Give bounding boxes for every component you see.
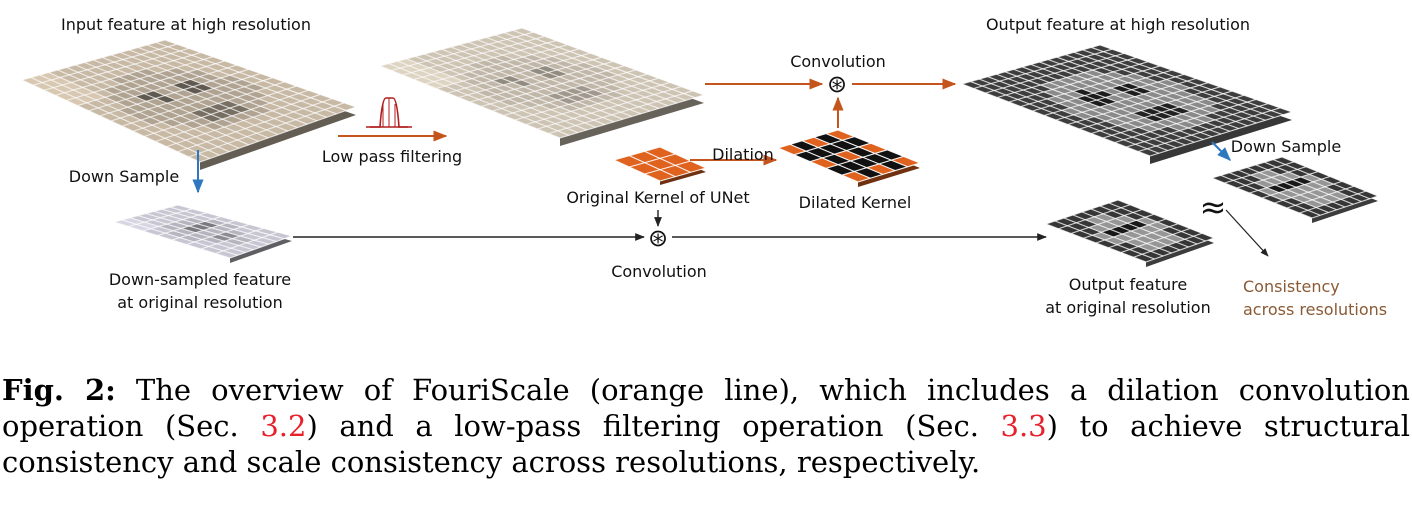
original-kernel	[613, 146, 707, 185]
consistency-label-line2: across resolutions	[1243, 300, 1387, 319]
downsampled-feature-label-line2: at original resolution	[117, 293, 282, 312]
fouriscale-diagram: ⊛ ⊛ ≈ Input feature at high resolution O…	[21, 15, 1387, 319]
down-sample-left-label: Down Sample	[69, 167, 179, 186]
arrow-down-sample-right	[1211, 141, 1231, 161]
section-ref-3-2[interactable]: 3.2	[260, 409, 307, 443]
caption-text-part1: The overview of FouriScale (orange line)…	[2, 373, 1410, 443]
downsampled-output-plate	[1211, 156, 1379, 223]
convolution-top-label: Convolution	[790, 52, 886, 71]
low-pass-filtering-label: Low pass filtering	[322, 147, 462, 166]
approx-symbol: ≈	[1200, 188, 1227, 226]
figure-number: Fig. 2:	[2, 373, 116, 407]
caption-text-part3: ) to achieve structural consistency and …	[2, 409, 1410, 479]
filtered-feature-plate	[379, 27, 705, 146]
output-feature-high-label: Output feature at high resolution	[986, 15, 1250, 34]
dilation-label: Dilation	[712, 145, 774, 164]
input-feature-plate	[21, 39, 357, 170]
dilated-kernel-label: Dilated Kernel	[799, 193, 912, 212]
dilated-kernel	[777, 129, 921, 187]
consistency-label-line1: Consistency	[1243, 277, 1340, 296]
caption-text-part2: ) and a low-pass filtering operation (Se…	[306, 409, 1001, 443]
original-kernel-label: Original Kernel of UNet	[566, 188, 749, 207]
convolution-symbol-top: ⊛	[827, 70, 847, 98]
arrow-consistency	[1225, 209, 1269, 257]
low-pass-filter-icon	[366, 97, 412, 128]
down-sample-right-label: Down Sample	[1231, 137, 1341, 156]
output-original-label-line1: Output feature	[1069, 275, 1187, 294]
output-original-label-line2: at original resolution	[1045, 298, 1210, 317]
output-feature-original-plate	[1045, 199, 1215, 267]
downsampled-feature-label-line1: Down-sampled feature	[109, 270, 291, 289]
downsampled-feature-plate	[113, 204, 293, 263]
section-ref-3-3[interactable]: 3.3	[1000, 409, 1047, 443]
convolution-symbol-bottom: ⊛	[648, 224, 668, 252]
figure-caption: Fig. 2: The overview of FouriScale (oran…	[2, 372, 1410, 480]
input-feature-label: Input feature at high resolution	[61, 15, 311, 34]
convolution-bottom-label: Convolution	[611, 262, 707, 281]
output-feature-high-plate	[961, 44, 1293, 164]
